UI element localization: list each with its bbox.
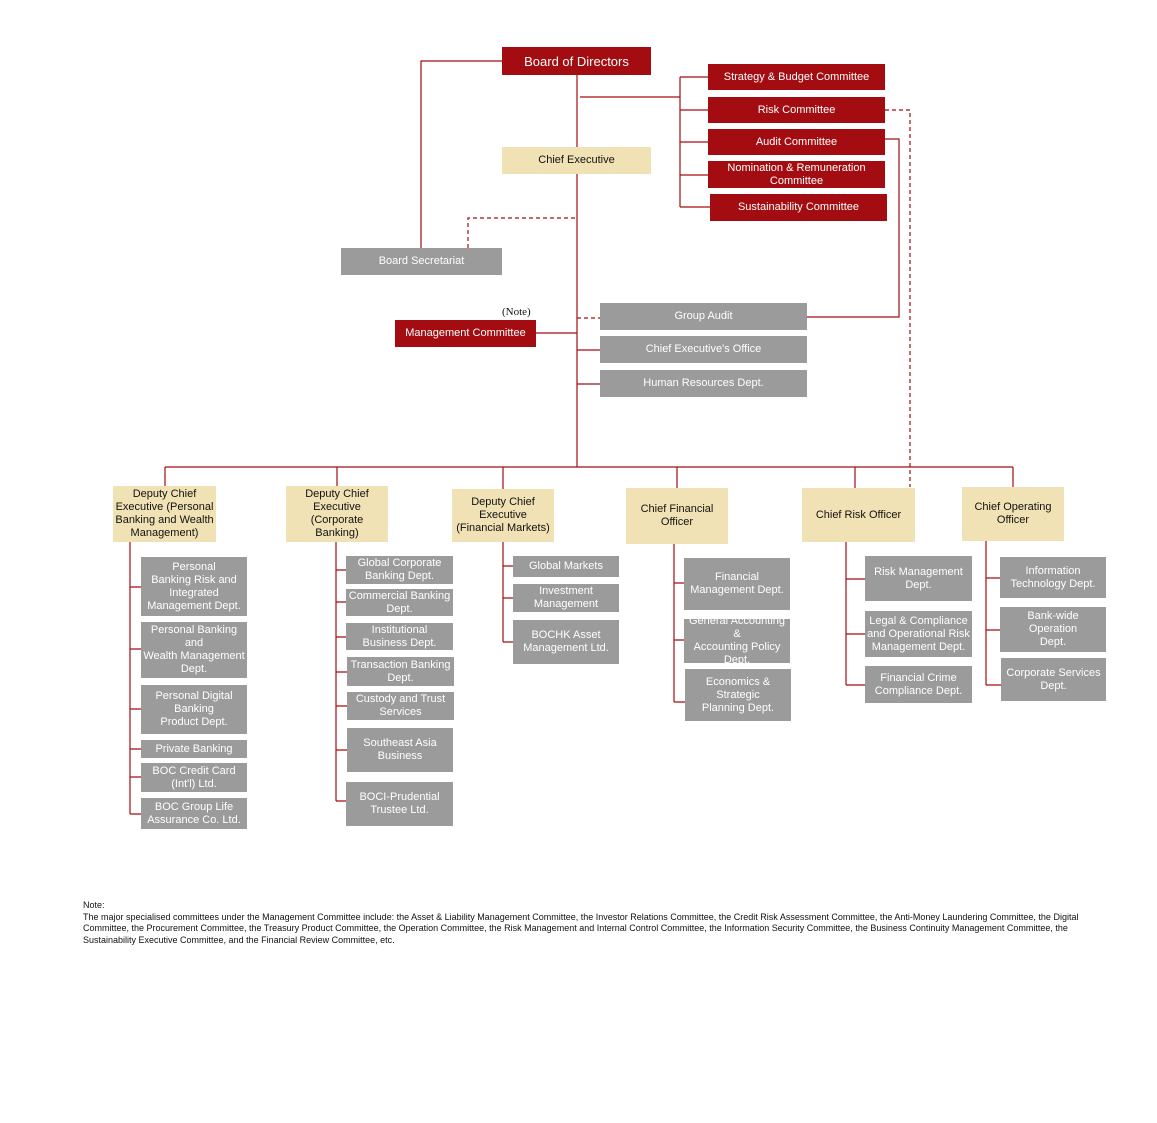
department-box: Southeast Asia Business xyxy=(347,728,453,772)
department-box: Personal Digital Banking Product Dept. xyxy=(141,685,247,734)
board-of-directors-box: Board of Directors xyxy=(502,47,651,75)
department-box: Private Banking xyxy=(141,740,247,758)
department-box: Transaction Banking Dept. xyxy=(347,657,454,686)
department-box: BOCI-Prudential Trustee Ltd. xyxy=(346,782,453,826)
hr-dept-box: Human Resources Dept. xyxy=(600,370,807,397)
committee-box: Nomination & Remuneration Committee xyxy=(708,161,885,188)
department-box: Personal Banking and Wealth Management D… xyxy=(141,622,247,678)
ce-office-box: Chief Executive's Office xyxy=(600,336,807,363)
department-box: Financial Crime Compliance Dept. xyxy=(865,666,972,703)
line-division-drops xyxy=(164,467,1014,489)
department-box: General Accounting & Accounting Policy D… xyxy=(684,615,790,666)
line-board-secretariat xyxy=(420,60,502,248)
chief-executive-box: Chief Executive xyxy=(502,147,651,174)
line-offices xyxy=(577,349,600,385)
department-box: Global Markets xyxy=(513,556,619,577)
committee-box: Sustainability Committee xyxy=(710,194,887,221)
division-head-box: Deputy Chief Executive (Personal Banking… xyxy=(113,486,216,542)
department-box: BOC Group Life Assurance Co. Ltd. xyxy=(141,798,247,829)
department-box: Legal & Compliance and Operational Risk … xyxy=(865,611,972,657)
line-risk-dashed xyxy=(885,109,911,487)
footnote-title: Note: xyxy=(83,900,105,910)
division-head-box: Chief Financial Officer xyxy=(626,488,728,544)
department-box: Bank-wide Operation Dept. xyxy=(1000,607,1106,652)
committee-box: Risk Committee xyxy=(708,97,885,123)
note-marker: (Note) xyxy=(502,306,531,318)
division-head-box: Chief Operating Officer xyxy=(962,487,1064,541)
department-box: Commercial Banking Dept. xyxy=(346,589,453,616)
department-box: Risk Management Dept. xyxy=(865,556,972,601)
department-box: BOC Credit Card (Int'l) Ltd. xyxy=(141,763,247,792)
management-committee-box: Management Committee xyxy=(395,320,536,347)
department-box: Investment Management xyxy=(513,584,619,612)
committee-box: Strategy & Budget Committee xyxy=(708,64,885,90)
division-head-box: Chief Risk Officer xyxy=(802,488,915,542)
footnote-text: The major specialised committees under t… xyxy=(83,911,1079,945)
line-audit-group-audit xyxy=(807,138,900,318)
committee-box: Audit Committee xyxy=(708,129,885,155)
department-box: Personal Banking Risk and Integrated Man… xyxy=(141,557,247,616)
department-box: Custody and Trust Services xyxy=(347,692,454,720)
line-secretariat-dashed xyxy=(467,217,577,248)
department-box: Institutional Business Dept. xyxy=(346,623,453,650)
division-head-box: Deputy Chief Executive (Corporate Bankin… xyxy=(286,486,388,542)
board-secretariat-box: Board Secretariat xyxy=(341,248,502,275)
footnote: Note: The major specialised committees u… xyxy=(83,900,1123,946)
department-box: Global Corporate Banking Dept. xyxy=(346,556,453,584)
department-box: BOCHK Asset Management Ltd. xyxy=(513,620,619,664)
department-box: Financial Management Dept. xyxy=(684,558,790,610)
department-box: Corporate Services Dept. xyxy=(1001,658,1106,701)
line-committee-ticks xyxy=(680,76,710,208)
department-box: Information Technology Dept. xyxy=(1000,557,1106,598)
group-audit-box: Group Audit xyxy=(600,303,807,330)
department-box: Economics & Strategic Planning Dept. xyxy=(685,669,791,721)
division-head-box: Deputy Chief Executive (Financial Market… xyxy=(452,489,554,542)
